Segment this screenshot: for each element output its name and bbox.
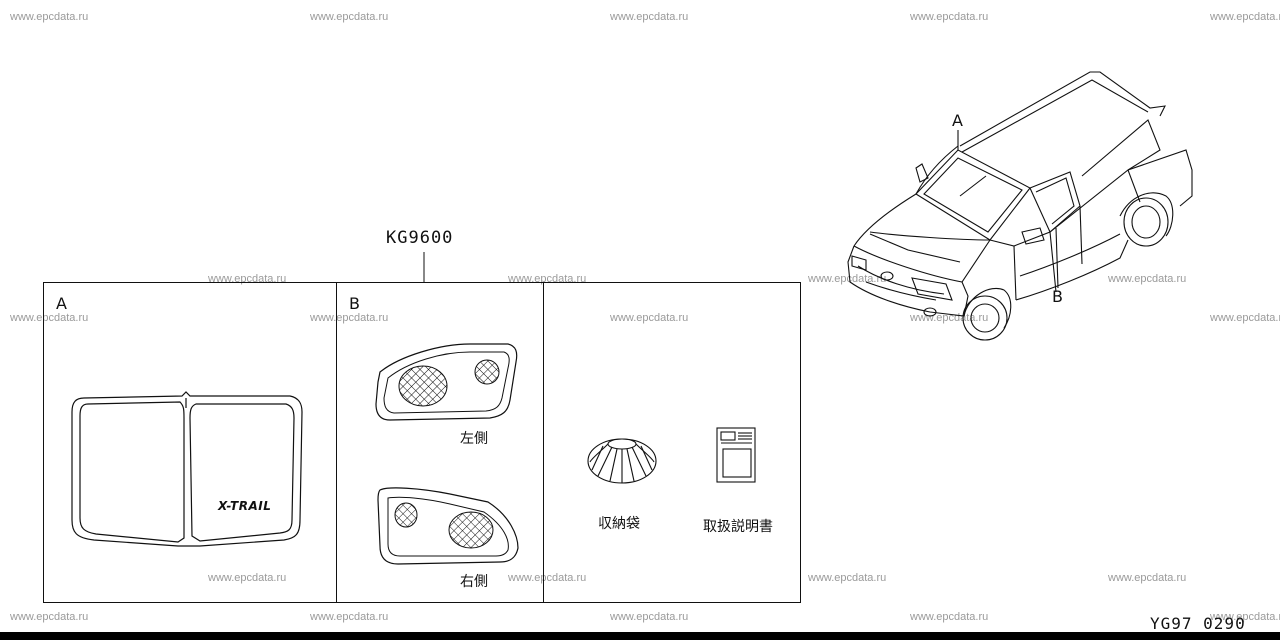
watermark: www.epcdata.ru (310, 611, 389, 623)
watermark: www.epcdata.ru (10, 611, 89, 623)
callout-a-label: A (952, 111, 963, 130)
storage-bag-label: 収納袋 (598, 516, 640, 532)
callout-b-label: B (1052, 287, 1063, 306)
watermark: www.epcdata.ru (1108, 273, 1187, 285)
watermark: www.epcdata.ru (1210, 312, 1280, 324)
left-side-shade-illustration (375, 343, 518, 421)
vehicle-illustration (847, 71, 1193, 341)
right-side-shade-illustration (377, 487, 519, 565)
panel-a-label: A (56, 294, 67, 313)
watermark: www.epcdata.ru (508, 572, 587, 584)
watermark: www.epcdata.ru (310, 312, 389, 324)
watermark: www.epcdata.ru (1210, 611, 1280, 623)
watermark: www.epcdata.ru (910, 11, 989, 23)
right-side-label: 右側 (460, 574, 488, 590)
left-side-label: 左側 (460, 431, 488, 447)
figure-code: YG97 0290 (1150, 614, 1246, 633)
watermark: www.epcdata.ru (610, 312, 689, 324)
parts-frame (43, 282, 801, 603)
watermark: www.epcdata.ru (910, 312, 989, 324)
watermark: www.epcdata.ru (1210, 11, 1280, 23)
panel-b-label: B (349, 294, 360, 313)
bottom-bar (0, 632, 1280, 640)
watermark: www.epcdata.ru (10, 11, 89, 23)
watermark: www.epcdata.ru (610, 11, 689, 23)
kit-code-label: KG9600 (386, 228, 454, 248)
x-trail-badge: X-TRAIL (218, 499, 272, 513)
watermark: www.epcdata.ru (208, 572, 287, 584)
watermark: www.epcdata.ru (310, 11, 389, 23)
watermark: www.epcdata.ru (910, 611, 989, 623)
storage-bag-illustration (587, 438, 657, 484)
watermark: www.epcdata.ru (610, 611, 689, 623)
panel-divider (543, 282, 544, 603)
rear-shade-illustration (71, 391, 303, 547)
watermark: www.epcdata.ru (10, 312, 89, 324)
panel-divider (336, 282, 337, 603)
watermark: www.epcdata.ru (808, 572, 887, 584)
watermark: www.epcdata.ru (1108, 572, 1187, 584)
manual-illustration (716, 427, 756, 483)
manual-label: 取扱説明書 (703, 519, 773, 535)
